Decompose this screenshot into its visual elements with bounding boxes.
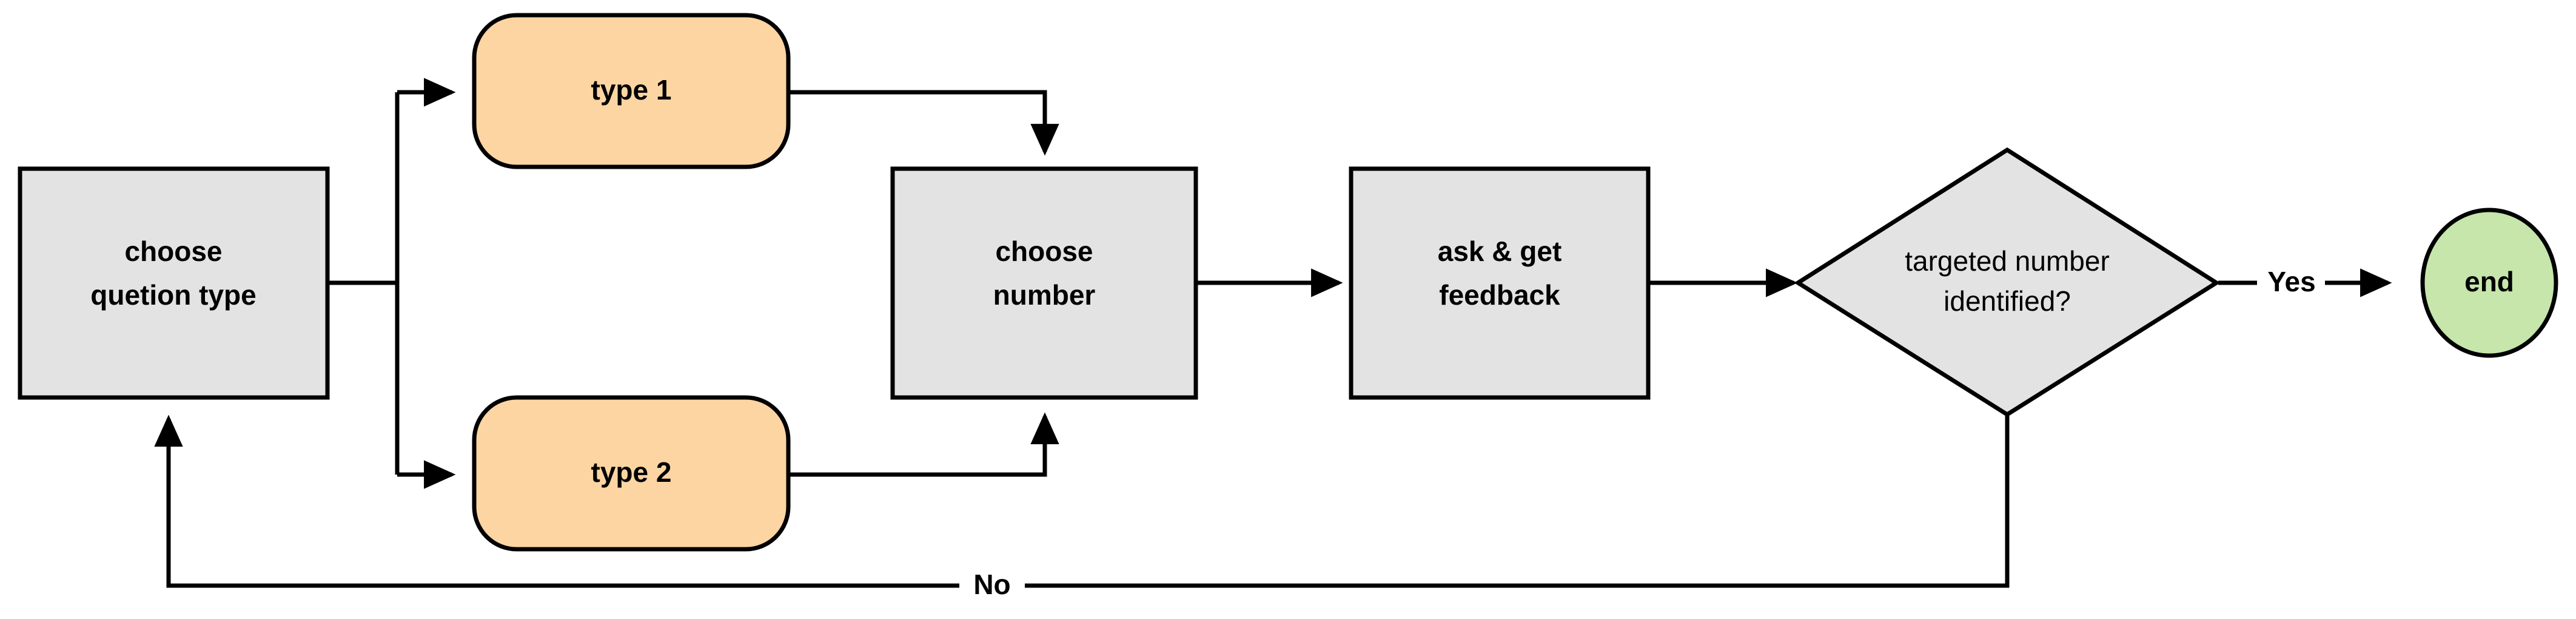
node-label-line1: choose (124, 235, 222, 267)
node-label-line1: end (2464, 266, 2514, 297)
edge-decision-to-choose-question-type-no: No (154, 414, 2010, 600)
node-shape-decision (1794, 147, 2221, 418)
node-choose-question-type[interactable]: choose quetion type (18, 166, 330, 400)
node-label-line1: ask & get (1438, 235, 1562, 267)
edge-type-1-to-choose-number (788, 90, 1059, 156)
node-shape-process (18, 166, 330, 400)
edge-choose-question-type-to-type-2 (395, 283, 456, 489)
node-label-line2: number (993, 279, 1096, 311)
node-ask-get-feedback[interactable]: ask & get feedback (1349, 166, 1651, 400)
node-end[interactable]: end (2420, 208, 2558, 358)
node-type-2[interactable]: type 2 (472, 395, 791, 552)
node-label-line1: type 2 (591, 456, 672, 488)
node-label-line2: feedback (1439, 279, 1560, 311)
edge-choose-question-type-to-type-1 (327, 78, 456, 285)
node-shape-process (1349, 166, 1651, 400)
node-shape-rounded (472, 13, 791, 169)
edge-label-no: No (973, 569, 1010, 600)
node-shape-process (890, 166, 1198, 400)
edge-label-yes: Yes (2267, 266, 2315, 297)
node-shape-terminal (2420, 208, 2558, 358)
node-type-1[interactable]: type 1 (472, 13, 791, 169)
edge-type-2-to-choose-number (788, 412, 1059, 477)
node-choose-number[interactable]: choose number (890, 166, 1198, 400)
node-shape-rounded (472, 395, 791, 552)
node-label-line1: targeted number (1905, 245, 2110, 277)
node-label-line1: choose (995, 235, 1093, 267)
node-targeted-number-identified[interactable]: targeted number identified? (1794, 147, 2221, 418)
edge-decision-to-end-yes: Yes (2218, 266, 2392, 297)
node-label-line1: type 1 (591, 74, 672, 106)
node-label-line2: quetion type (90, 279, 256, 311)
node-label-line2: identified? (1944, 285, 2071, 317)
